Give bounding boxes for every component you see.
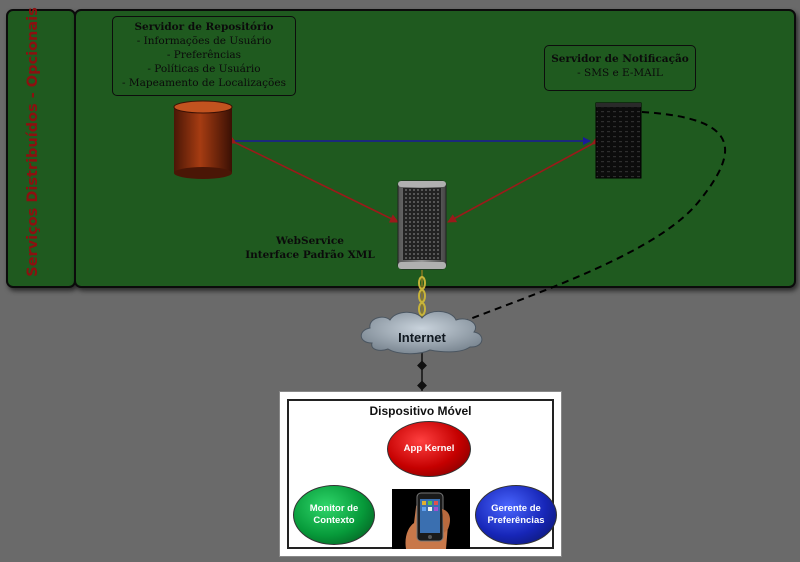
internet-device-link: [417, 352, 427, 393]
context-monitor-label-line: Monitor de: [309, 503, 359, 514]
notification-subtitle: - SMS e E-MAIL: [577, 67, 663, 79]
repository-item: - Informações de Usuário: [136, 35, 272, 47]
app-kernel-label: App Kernel: [403, 443, 455, 454]
context-monitor-label-line: Contexto: [313, 515, 355, 526]
webservice-label: WebService Interface Padrão XML: [230, 234, 390, 262]
optional-services-panel: [6, 9, 76, 288]
notification-server-box: Servidor de Notificação - SMS e E-MAIL: [544, 45, 696, 91]
mobile-device-panel: Dispositivo Móvel App Kernel Monitor de …: [279, 391, 562, 557]
repository-item: - Mapeamento de Localizações: [122, 77, 286, 89]
preferences-manager-node: Gerente de Preferências: [475, 485, 557, 545]
optional-services-label: Serviços Distribuídos - Opcionais: [25, 7, 41, 277]
internet-label: Internet: [398, 330, 446, 345]
webservice-subtitle: Interface Padrão XML: [245, 249, 375, 261]
smartphone-icon: [392, 489, 470, 549]
device-title: Dispositivo Móvel: [369, 404, 472, 418]
mobile-device-frame: Dispositivo Móvel App Kernel Monitor de …: [287, 399, 557, 549]
repository-title: Servidor de Repositório: [134, 21, 274, 33]
context-monitor-node: Monitor de Contexto: [293, 485, 375, 545]
preferences-manager-label-line: Preferências: [487, 515, 545, 526]
notification-title: Servidor de Notificação: [551, 53, 689, 65]
repository-item: - Políticas de Usuário: [147, 63, 261, 75]
webservice-title: WebService: [276, 235, 344, 247]
repository-server-box: Servidor de Repositório - Informações de…: [112, 16, 296, 96]
app-kernel-node: App Kernel: [387, 421, 471, 477]
preferences-manager-label-line: Gerente de: [491, 503, 541, 514]
repository-item: - Preferências: [166, 49, 242, 61]
